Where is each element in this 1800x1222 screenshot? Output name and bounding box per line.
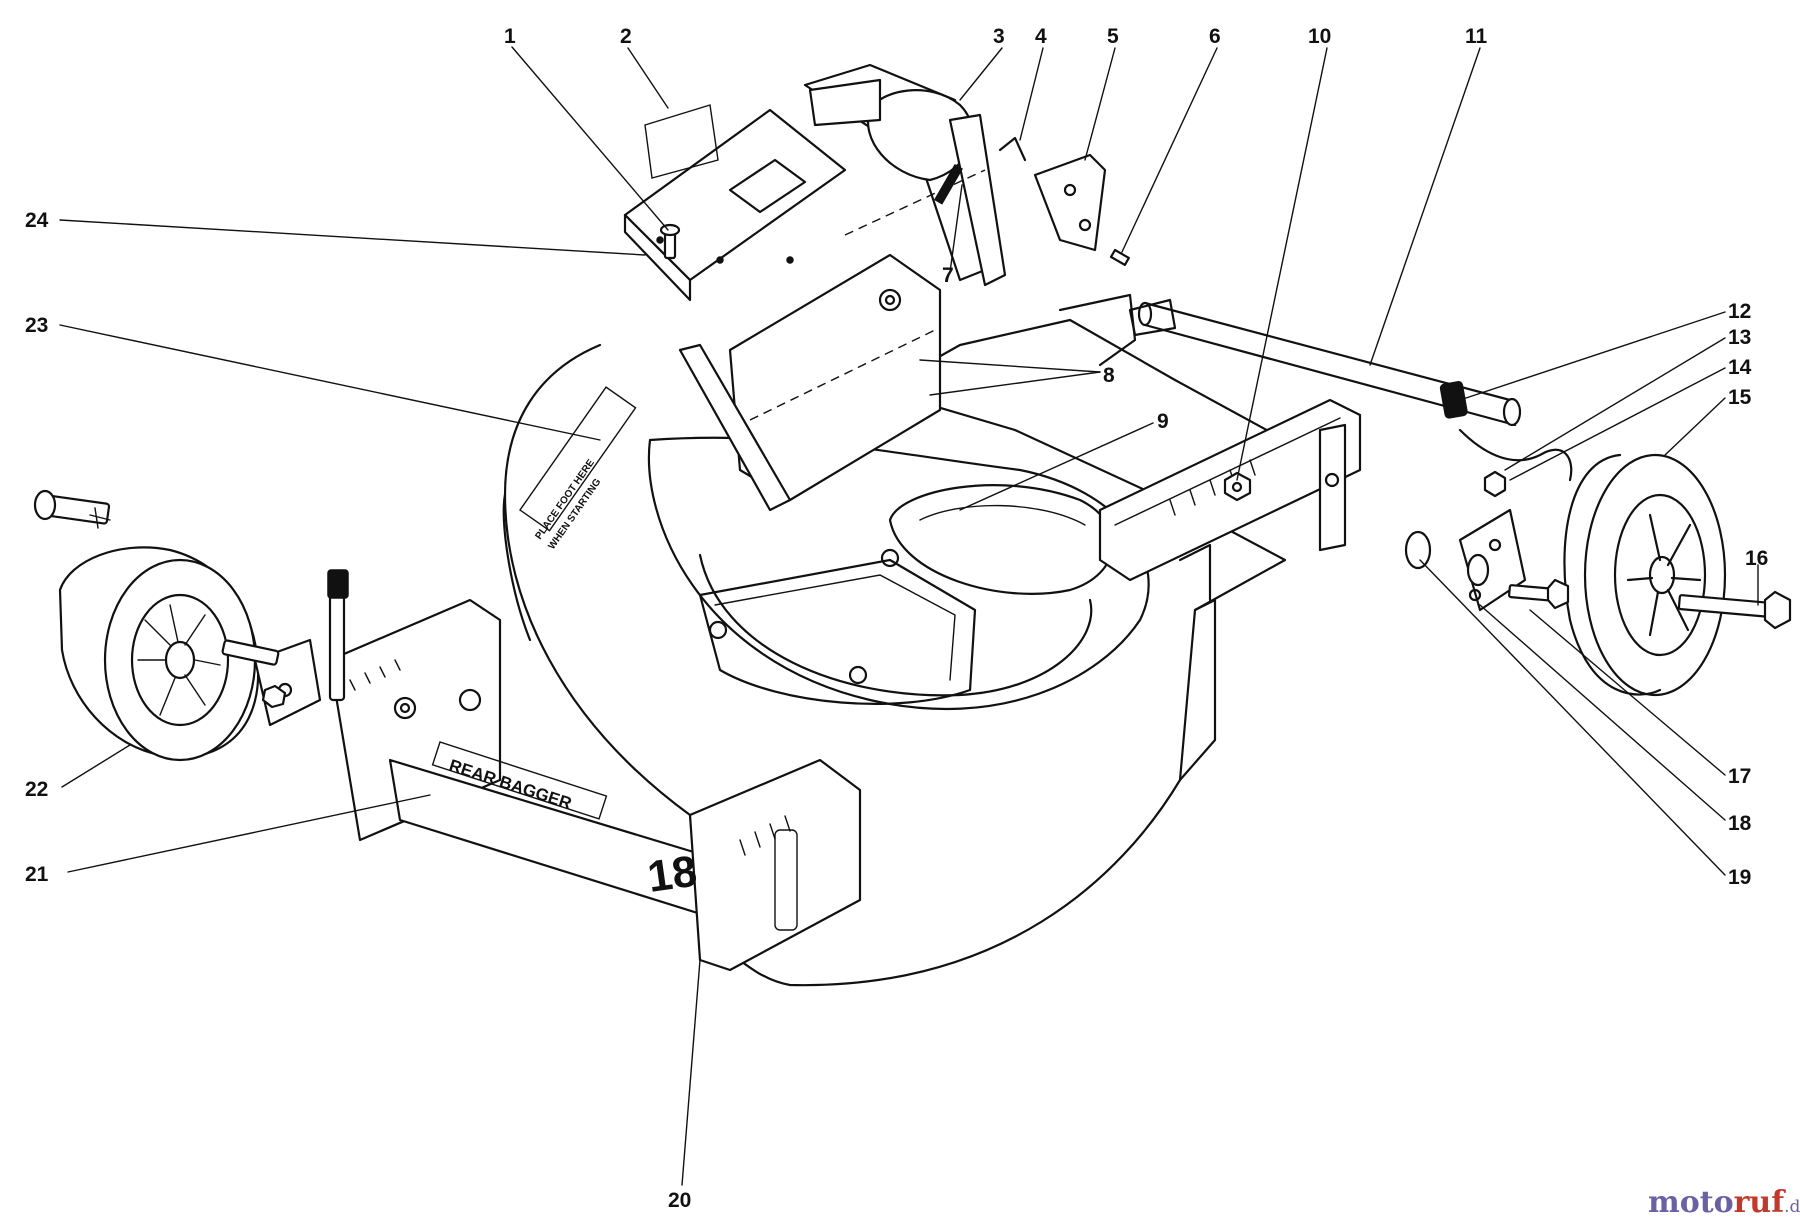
callout-22: 22: [25, 778, 48, 801]
callout-17: 17: [1728, 765, 1751, 788]
watermark-part1: moto: [1648, 1185, 1734, 1220]
deck-size-decal: 18: [645, 847, 700, 902]
nut-13: [1483, 470, 1507, 498]
callout-4: 4: [1035, 25, 1047, 48]
watermark-part2: ruf: [1734, 1185, 1787, 1220]
callouts: 1 2 3 4 5 6 7 8 9 10 11 12 13 14 15 16 1…: [25, 25, 1768, 1212]
rear-axle-rod: [1058, 293, 1522, 427]
watermark-part3: .de: [1784, 1197, 1800, 1217]
callout-20: 20: [668, 1189, 691, 1212]
callout-9: 9: [1157, 410, 1169, 433]
callout-23: 23: [25, 314, 48, 337]
callout-7: 7: [942, 264, 954, 287]
callout-1: 1: [504, 25, 516, 48]
front-axle-bolt: [33, 489, 111, 529]
callout-24: 24: [25, 209, 49, 232]
callout-5: 5: [1107, 25, 1119, 48]
callout-11: 11: [1465, 25, 1488, 48]
callout-14: 14: [1728, 356, 1752, 379]
callout-21: 21: [25, 863, 49, 886]
callout-8: 8: [1103, 364, 1115, 387]
baffle-plate: [623, 108, 847, 302]
watermark: motoruf.de: [1648, 1185, 1800, 1220]
front-height-bracket: [221, 569, 349, 727]
leader-lines: [59, 46, 1759, 1186]
callout-3: 3: [993, 25, 1005, 48]
callout-19: 19: [1728, 866, 1751, 889]
callout-15: 15: [1728, 386, 1752, 409]
svg-text:motoruf.de: motoruf.de: [1648, 1185, 1800, 1220]
callout-13: 13: [1728, 326, 1751, 349]
decal-2: [644, 104, 719, 179]
rear-right-wheel: [1563, 453, 1727, 697]
warning-decal: PLACE FOOT HERE WHEN STARTING: [519, 386, 637, 552]
callout-2: 2: [620, 25, 632, 48]
rear-wheel-bracket: [1404, 508, 1570, 612]
callout-12: 12: [1728, 300, 1751, 323]
callout-18: 18: [1728, 812, 1752, 835]
callout-6: 6: [1209, 25, 1221, 48]
rear-bagger-bar: REAR BAGGER 18: [328, 598, 862, 972]
callout-16: 16: [1745, 547, 1768, 570]
callout-10: 10: [1308, 25, 1331, 48]
nut-10: [1223, 471, 1252, 502]
rear-plate: [678, 253, 942, 512]
axle-bolt-16: [1677, 590, 1792, 630]
spring: [1458, 428, 1573, 482]
front-left-wheel: [58, 546, 260, 762]
handle-bracket: [803, 63, 1130, 287]
